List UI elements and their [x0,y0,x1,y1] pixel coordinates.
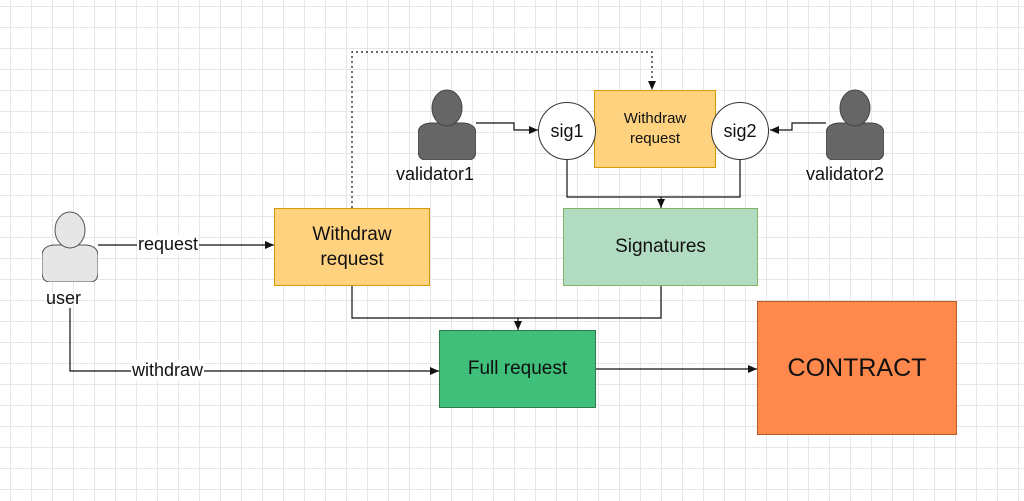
withdraw-request-copy-node: Withdraw request [594,90,716,168]
validator2-label: validator2 [806,164,885,184]
edge-sig1-to-signatures [566,160,665,208]
edge-label-request: request [137,234,200,255]
edge-validator2-to-sig2 [770,122,826,134]
signatures-label: Signatures [615,236,706,257]
validator2-icon [826,88,884,160]
full-request-label: Full request [467,358,568,379]
edge-signatures-to-full-request [518,286,662,319]
sig2-label: sig2 [723,120,757,141]
validator1-label: validator1 [396,164,475,184]
edge-user-to-full-request [69,308,439,375]
withdraw-request-node: Withdraw request [274,208,430,286]
sig1-label: sig1 [550,120,584,141]
edge-label-withdraw: withdraw [131,360,205,381]
user-label: user [46,288,82,308]
sig2-node: sig2 [711,102,769,160]
edge-dotted-withdraw-copy [351,51,656,208]
edge-sig2-to-signatures [661,160,741,198]
full-request-node: Full request [439,330,596,408]
withdraw-request-label: Withdraw request [312,224,392,270]
sig1-node: sig1 [538,102,596,160]
validator1-icon [418,88,476,160]
user-icon [42,210,98,282]
edge-validator1-to-sig1 [476,122,538,134]
edge-withdraw-request-to-full-request [351,286,522,330]
contract-label: CONTRACT [787,353,927,382]
signatures-node: Signatures [563,208,758,286]
contract-node: CONTRACT [757,301,957,435]
withdraw-request-copy-label: Withdraw request [623,110,687,147]
